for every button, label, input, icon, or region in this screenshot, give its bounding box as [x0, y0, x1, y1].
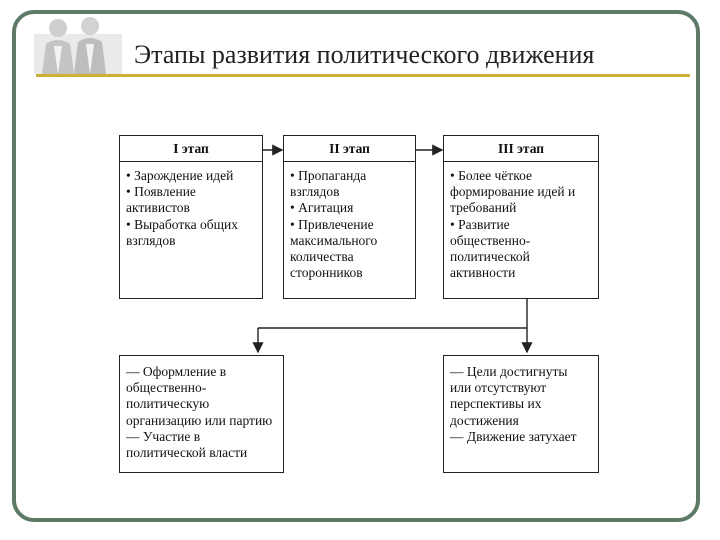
stage-box-1: I этап Зарождение идей Появление активис…	[119, 135, 263, 299]
outcome-line: — Участие в политической власти	[126, 428, 248, 461]
stage-label: I этап	[120, 136, 262, 162]
stage-box-2: II этап Пропаганда взглядов Агитация При…	[283, 135, 416, 299]
outcome-box-1: — Оформление в общественно-политическую …	[119, 355, 284, 473]
outcome-line: — Движение затухает	[450, 428, 577, 444]
stage-item: Появление активистов	[126, 184, 256, 216]
stage-label: III этап	[444, 136, 598, 162]
stage-item: Агитация	[290, 200, 409, 216]
outcome-line: — Цели достигнуты или отсутствуют перспе…	[450, 364, 568, 428]
stage-label: II этап	[284, 136, 415, 162]
stage-box-3: III этап Более чёткое формирование идей …	[443, 135, 599, 299]
outcome-line: — Оформление в общественно-политическую …	[126, 364, 273, 428]
stage-item: Более чёткое формирование идей и требова…	[450, 168, 592, 217]
slide-title: Этапы развития политического движения	[134, 40, 595, 69]
stage-item: Развитие общественно-политической активн…	[450, 217, 592, 282]
stage-item: Зарождение идей	[126, 168, 256, 184]
people-logo-icon	[34, 17, 122, 74]
stage-item: Пропаганда взглядов	[290, 168, 409, 200]
title-underline	[36, 74, 690, 77]
stage-item: Выработка общих взглядов	[126, 217, 256, 249]
stage-item: Привлечение максимального количества сто…	[290, 217, 409, 282]
outcome-box-2: — Цели достигнуты или отсутствуют перспе…	[443, 355, 599, 473]
